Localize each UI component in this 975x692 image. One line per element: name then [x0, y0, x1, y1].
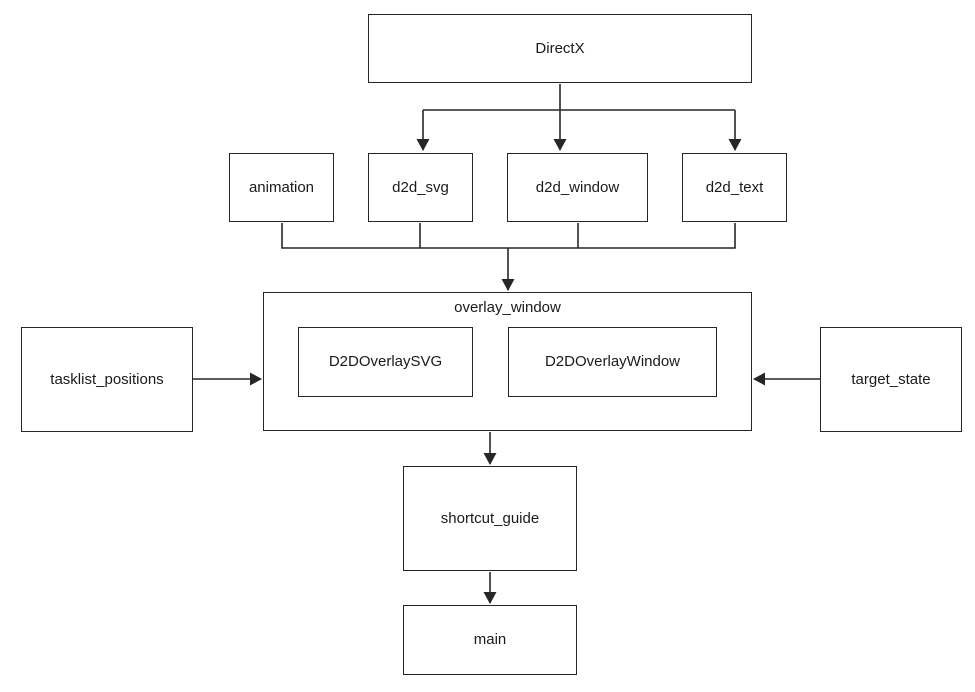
node-target-state: target_state — [820, 327, 962, 432]
node-main-label: main — [473, 631, 507, 648]
node-d2d-svg: d2d_svg — [368, 153, 473, 222]
node-overlay-window-group: overlay_window — [263, 292, 752, 431]
node-directx-label: DirectX — [535, 39, 585, 57]
node-tasklist-positions: tasklist_positions — [21, 327, 193, 432]
node-animation-label: animation — [248, 178, 315, 196]
node-directx: DirectX — [368, 14, 752, 83]
node-shortcut-guide: shortcut_guide — [403, 466, 577, 571]
node-d2d-overlay-svg-label: D2DOverlaySVG — [328, 353, 443, 370]
node-d2d-text-label: d2d_text — [705, 178, 764, 196]
node-shortcut-guide-label: shortcut_guide — [440, 509, 540, 527]
node-d2d-overlay-window: D2DOverlayWindow — [508, 327, 717, 397]
edge-merge-bar — [281, 223, 736, 249]
node-d2d-overlay-svg: D2DOverlaySVG — [298, 327, 473, 397]
node-main: main — [403, 605, 577, 675]
node-animation: animation — [229, 153, 334, 222]
node-overlay-window-label: overlay_window — [454, 299, 561, 316]
node-d2d-svg-label: d2d_svg — [392, 178, 449, 196]
node-d2d-window: d2d_window — [507, 153, 648, 222]
node-tasklist-positions-label: tasklist_positions — [50, 370, 164, 388]
node-d2d-overlay-window-label: D2DOverlayWindow — [544, 353, 681, 370]
node-d2d-window-label: d2d_window — [535, 178, 620, 196]
node-d2d-text: d2d_text — [682, 153, 787, 222]
node-target-state-label: target_state — [851, 370, 931, 388]
